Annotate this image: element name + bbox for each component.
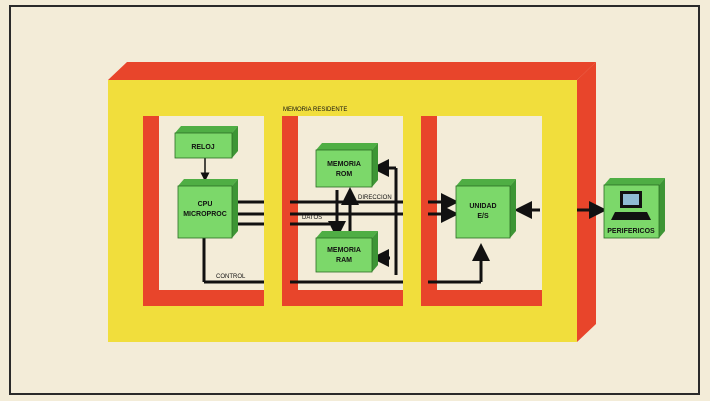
svg-text:MICROPROC: MICROPROC [183, 211, 227, 218]
bus-lines [200, 158, 607, 284]
io-unit-block: UNIDAD E/S [455, 179, 516, 239]
rom-block: MEMORIA ROM [315, 143, 378, 188]
svg-text:RELOJ: RELOJ [191, 144, 214, 151]
page-border [9, 5, 700, 395]
svg-text:ROM: ROM [336, 171, 353, 178]
svg-text:UNIDAD: UNIDAD [469, 203, 496, 210]
svg-text:E/S: E/S [477, 213, 489, 220]
cpu-block: CPU MICROPROC [177, 179, 238, 239]
data-bus-label: DATOS [302, 215, 322, 221]
svg-text:RAM: RAM [336, 257, 352, 264]
resident-memory-label: MEMORIA RESIDENTE [283, 107, 347, 113]
clock-block: RELOJ [174, 126, 238, 159]
svg-text:CPU: CPU [198, 201, 213, 208]
computer-icon [611, 191, 651, 220]
svg-text:MEMORIA: MEMORIA [327, 161, 361, 168]
svg-text:MEMORIA: MEMORIA [327, 247, 361, 254]
address-bus-label: DIRECCION [358, 195, 392, 201]
peripherals-block: PERIFERICOS [603, 178, 665, 239]
svg-text:PERIFERICOS: PERIFERICOS [607, 228, 655, 235]
ram-block: MEMORIA RAM [315, 231, 378, 273]
control-bus-label: CONTROL [216, 274, 246, 280]
